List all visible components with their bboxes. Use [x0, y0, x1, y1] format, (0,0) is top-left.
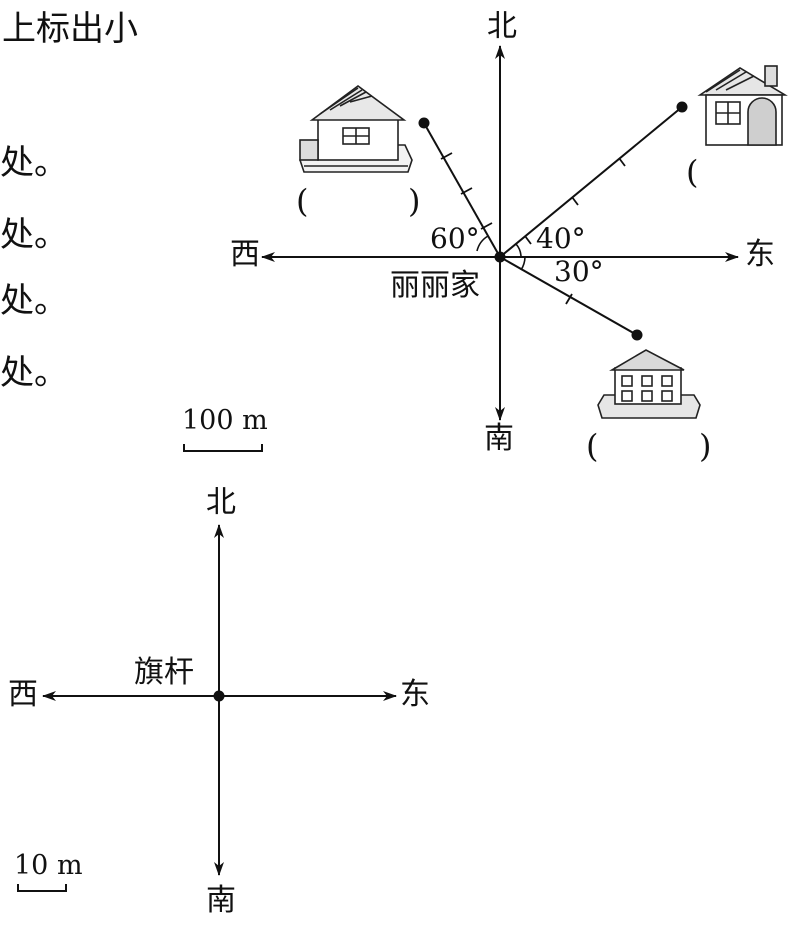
angle-arc-60	[476, 235, 489, 252]
scale-bar-1	[183, 444, 263, 452]
label-west-2: 西	[8, 677, 38, 712]
center-point	[494, 251, 506, 263]
question-line-2: 处。	[0, 215, 68, 255]
point-northeast	[676, 101, 688, 113]
point-northwest	[418, 117, 430, 129]
scale-bar-2	[17, 884, 67, 892]
label-south-1: 南	[484, 421, 514, 456]
center-label-1: 丽丽家	[390, 268, 480, 303]
question-line-1: 处。	[0, 143, 68, 183]
question-line-4: 处。	[0, 353, 68, 393]
ray-northeast	[499, 106, 683, 258]
center-label-2: 旗杆	[134, 655, 194, 690]
ray-southeast	[499, 256, 638, 336]
scale-label-1: 100 m	[182, 405, 268, 436]
label-east-2: 东	[400, 677, 430, 712]
label-south-2: 南	[206, 883, 236, 918]
blank-se-open: (	[586, 427, 599, 465]
label-east-1: 东	[745, 237, 775, 272]
label-north-2: 北	[206, 485, 236, 520]
label-north-1: 北	[487, 9, 517, 44]
house-northeast-icon	[697, 65, 788, 146]
label-west-1: 西	[230, 237, 260, 272]
ray-northwest	[423, 122, 501, 258]
point-southeast	[631, 329, 643, 341]
blank-nw-open: (	[296, 182, 309, 220]
center-point-2	[213, 690, 225, 702]
blank-nw-close: )	[408, 182, 421, 220]
angle-arc-30	[520, 256, 526, 271]
blank-se-close: )	[699, 427, 712, 465]
question-text-top: 上标出小	[2, 9, 138, 49]
question-line-3: 处。	[0, 281, 68, 321]
scale-label-2: 10 m	[14, 850, 83, 881]
angle-label-30: 30°	[554, 255, 604, 288]
blank-ne-open: (	[686, 153, 699, 191]
angle-label-60: 60°	[430, 222, 480, 255]
house-southeast-icon	[597, 349, 701, 419]
angle-label-40: 40°	[536, 222, 586, 255]
house-northwest-icon	[299, 85, 413, 173]
angle-arc-40	[515, 243, 522, 258]
